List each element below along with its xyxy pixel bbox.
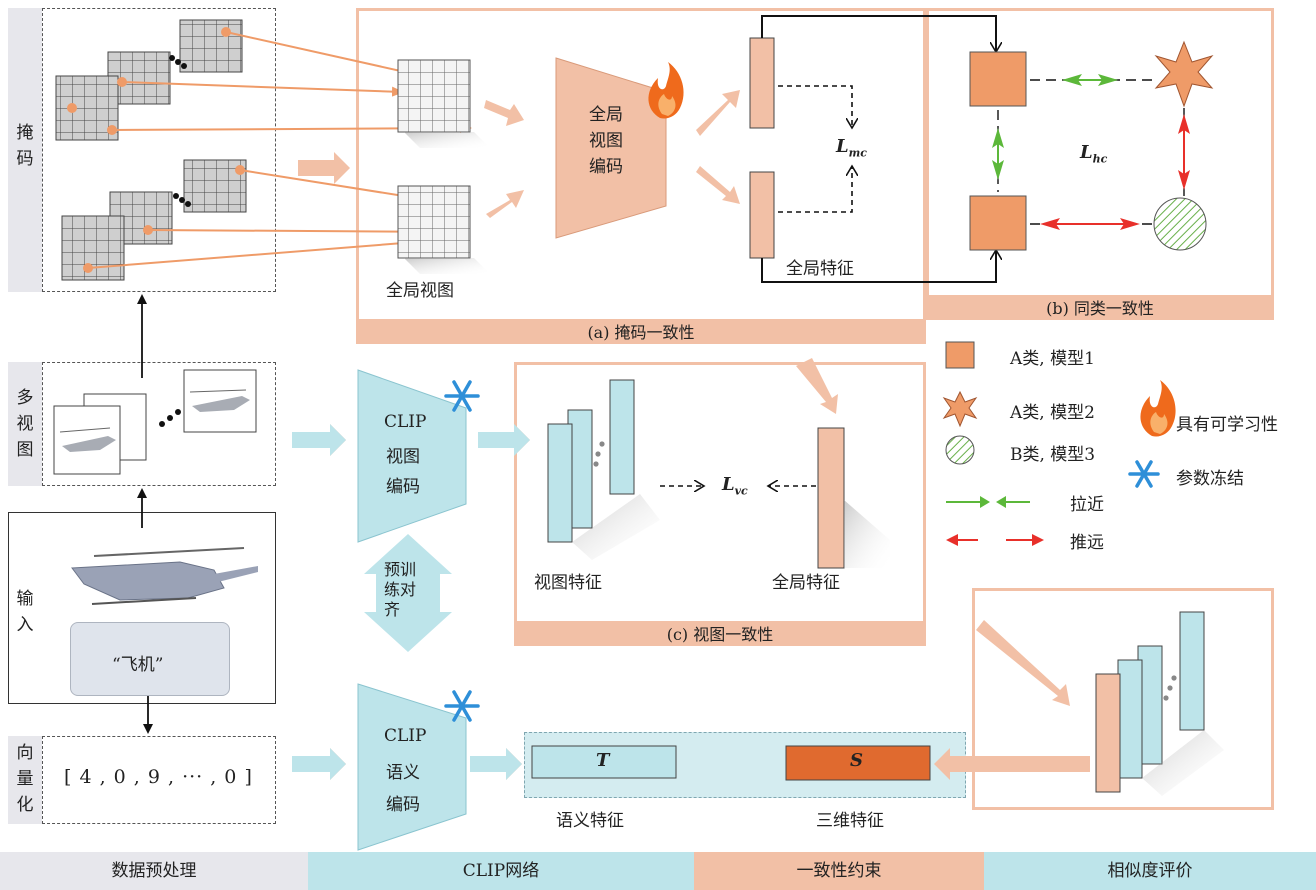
loss-hc-subscript: hc [1093, 153, 1108, 166]
clip-text-line2: 语义 [386, 758, 420, 783]
legend-frozen: 参数冻结 [1176, 464, 1244, 489]
clip-text-line1: CLIP [384, 726, 426, 746]
legend-push: 推远 [1070, 528, 1104, 553]
clip-view-line3: 编码 [386, 472, 420, 497]
loss-mc-label: Lmc [836, 136, 867, 160]
bottom-consistency: 一致性约束 [694, 852, 984, 890]
legend-class-a-model2: A类, 模型2 [1010, 398, 1095, 423]
multiview-thumbnails [54, 370, 256, 474]
bottom-similarity: 相似度评价 [984, 852, 1316, 890]
clip-text-line3: 编码 [386, 790, 420, 815]
helicopter-icon [72, 548, 258, 604]
legend-learnable: 具有可学习性 [1176, 410, 1278, 435]
legend-pull-arrow [946, 496, 1030, 508]
pretrain-align-label: 预训练对齐 [384, 560, 424, 620]
global-view-label: 全局视图 [386, 276, 454, 301]
semantic-feature-label: 语义特征 [556, 806, 624, 831]
clip-view-line2: 视图 [386, 442, 420, 467]
bottom-clip-network: CLIP网络 [308, 852, 694, 890]
view-feature-label: 视图特征 [534, 568, 602, 593]
loss-vc-subscript: vc [735, 485, 748, 498]
bottom-data-preprocess: 数据预处理 [0, 852, 308, 890]
S-label: S [850, 750, 863, 771]
T-label: T [596, 750, 609, 771]
star-shape [1156, 42, 1212, 106]
fire-icon-legend [1140, 380, 1175, 437]
fire-icon [648, 62, 683, 119]
loss-mc-subscript: mc [849, 147, 867, 160]
loss-vc-label: Lvc [722, 474, 748, 498]
global-feature-c-label: 全局特征 [772, 568, 840, 593]
global-feature-a-label: 全局特征 [786, 254, 854, 279]
legend-push-arrow [946, 534, 1044, 546]
legend-class-b-model3: B类, 模型3 [1010, 440, 1095, 465]
mask-grids [56, 20, 246, 280]
clip-view-line1: CLIP [384, 412, 426, 432]
legend-pull: 拉近 [1070, 490, 1104, 515]
global-encoder-label: 全局视图编码 [586, 102, 626, 180]
feature-3d-label: 三维特征 [816, 806, 884, 831]
loss-hc-label: Lhc [1080, 142, 1107, 166]
legend-class-a-model1: A类, 模型1 [1010, 344, 1095, 369]
